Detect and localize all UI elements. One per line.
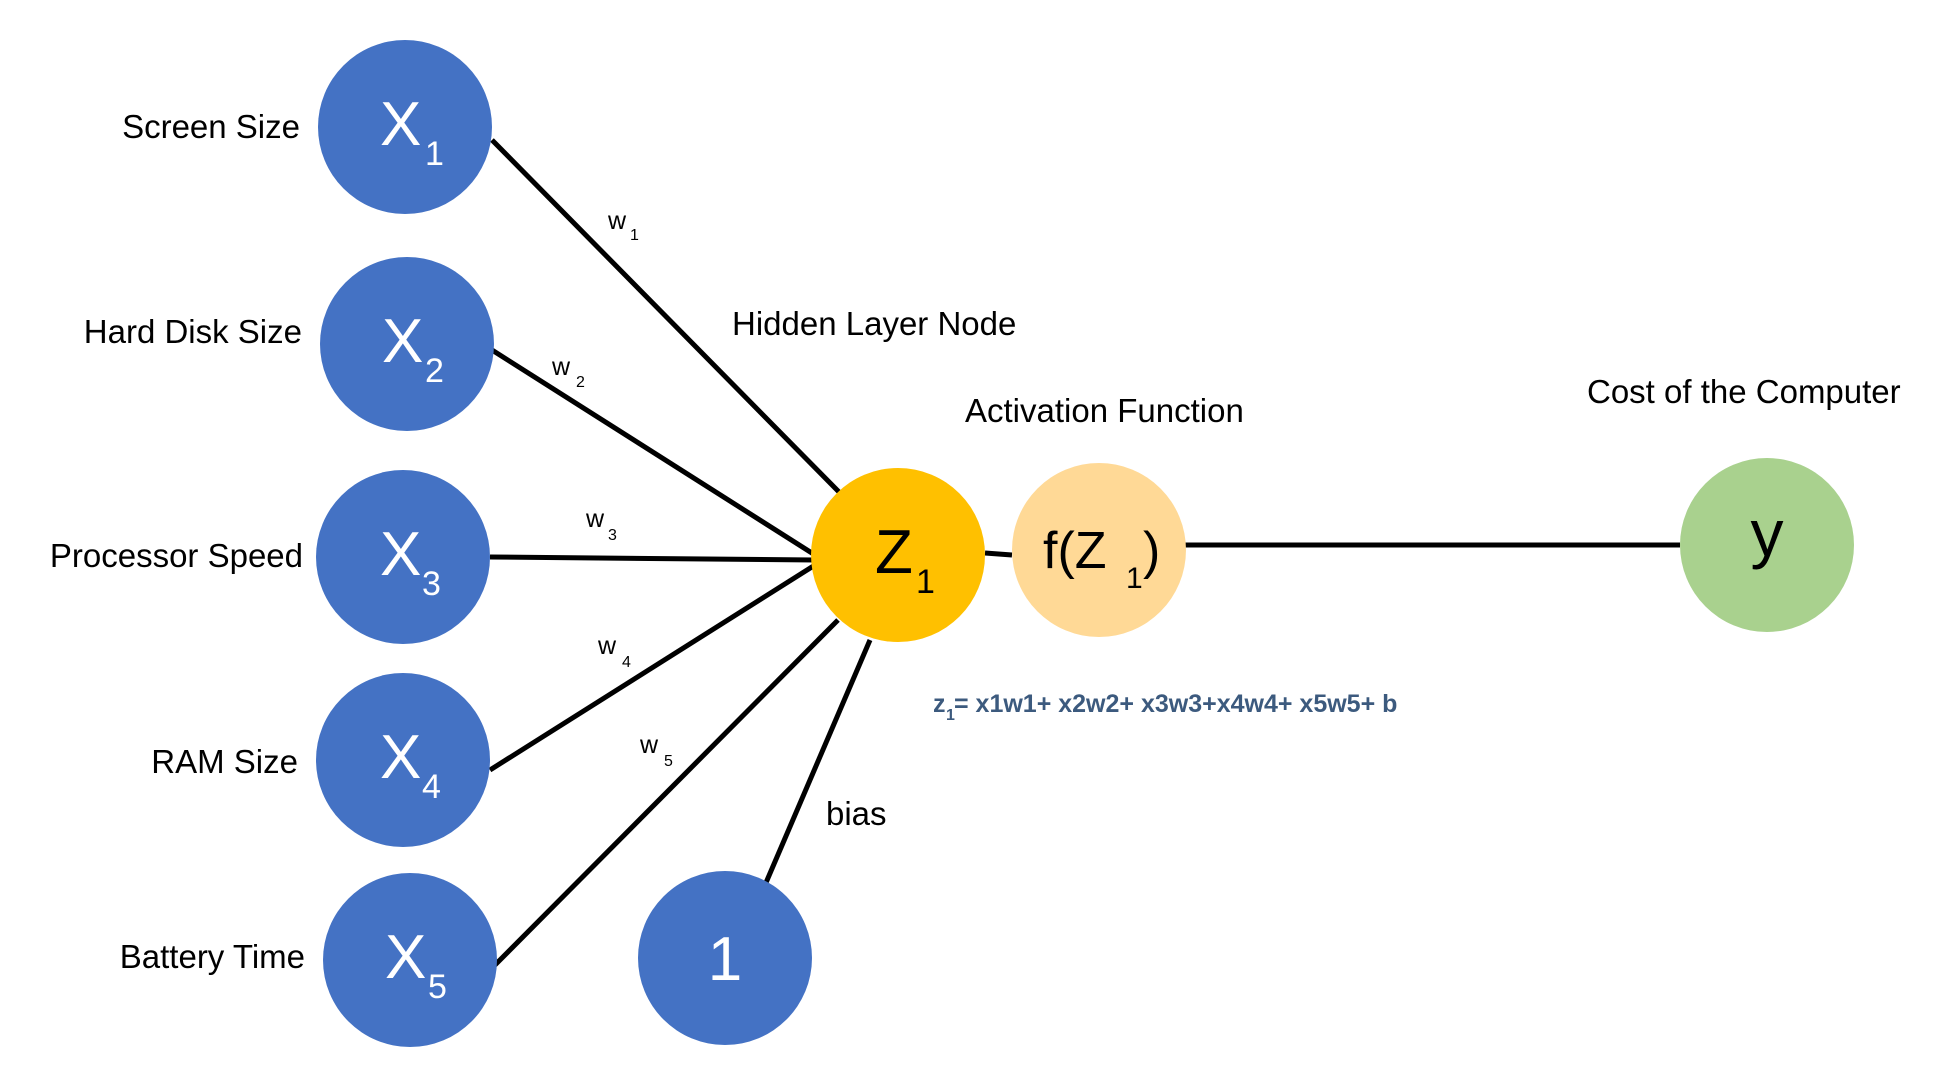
weight-label-3-var: w [585, 505, 605, 533]
input-node-1-sub: 1 [425, 135, 444, 173]
output-node-circle [1680, 458, 1854, 632]
output-node: y [1680, 458, 1854, 632]
input-node-2-circle [320, 257, 494, 431]
hidden-node: Z 1 [811, 468, 985, 642]
input-node-4: X 4 [316, 673, 490, 847]
output-title: Cost of the Computer [1587, 373, 1901, 410]
input-node-5-var: X [385, 923, 426, 992]
weight-label-2-var: w [551, 353, 571, 381]
input-node-3-var: X [380, 520, 421, 589]
edge-x5-z1 [493, 618, 840, 967]
bias-label: bias [826, 795, 887, 832]
input-node-4-sub: 4 [422, 768, 441, 806]
weight-label-1-sub: 1 [630, 227, 639, 244]
weight-label-5: w 5 [639, 731, 673, 770]
bias-node: 1 [638, 871, 812, 1045]
formula: z 1 = x1w1+ x2w2+ x3w3+x4w4+ x5w5+ b [933, 690, 1397, 724]
hidden-layer-title: Hidden Layer Node [732, 305, 1016, 342]
activation-node-prefix: f(Z [1043, 522, 1107, 580]
input-label-4: RAM Size [151, 743, 298, 780]
edge-bias-z1 [762, 639, 873, 886]
weight-label-5-sub: 5 [664, 753, 673, 770]
weight-label-3: w 3 [585, 505, 617, 544]
input-node-5-circle [323, 873, 497, 1047]
bias-node-circle [638, 871, 812, 1045]
edge-x1-z1 [490, 138, 842, 495]
weight-label-4-sub: 4 [622, 654, 631, 671]
input-node-2-sub: 2 [425, 352, 444, 390]
input-node-3-circle [316, 470, 490, 644]
weight-label-4: w 4 [597, 632, 631, 671]
formula-lhs-sub: 1 [946, 707, 955, 724]
activation-title: Activation Function [965, 392, 1244, 429]
input-node-3-sub: 3 [422, 565, 441, 603]
input-label-2: Hard Disk Size [84, 313, 302, 350]
weight-label-4-var: w [597, 632, 617, 660]
edge-x2-z1 [490, 347, 817, 558]
output-node-var: y [1751, 496, 1784, 570]
weight-label-1: w 1 [607, 207, 639, 244]
hidden-node-circle [811, 468, 985, 642]
activation-node-sub: 1 [1126, 562, 1143, 595]
formula-rhs: = x1w1+ x2w2+ x3w3+x4w4+ x5w5+ b [954, 690, 1397, 718]
input-node-5-sub: 5 [428, 968, 447, 1006]
weight-label-5-var: w [639, 731, 659, 759]
bias-node-text: 1 [708, 925, 742, 994]
formula-lhs: z [933, 690, 946, 718]
edges [488, 138, 1680, 967]
activation-node-circle [1012, 463, 1186, 637]
hidden-node-var: Z [875, 518, 913, 587]
input-node-1: X 1 [318, 40, 492, 214]
input-node-1-circle [318, 40, 492, 214]
input-label-3: Processor Speed [50, 537, 303, 574]
input-node-4-var: X [380, 723, 421, 792]
weight-label-1-var: w [607, 207, 627, 235]
activation-node: f(Z 1 ) [1012, 463, 1186, 637]
input-node-5: X 5 [323, 873, 497, 1047]
input-node-4-circle [316, 673, 490, 847]
edge-x3-z1 [489, 554, 816, 563]
weight-label-2: w 2 [551, 353, 585, 391]
input-label-1: Screen Size [122, 108, 300, 145]
input-node-2: X 2 [320, 257, 494, 431]
weight-label-2-sub: 2 [576, 374, 585, 391]
input-node-1-var: X [380, 90, 421, 159]
weight-label-3-sub: 3 [608, 527, 617, 544]
edge-x4-z1 [488, 562, 817, 773]
hidden-node-sub: 1 [916, 563, 935, 601]
input-label-5: Battery Time [120, 938, 305, 975]
edge-z1-activation [984, 550, 1013, 558]
input-node-2-var: X [382, 307, 423, 376]
input-node-3: X 3 [316, 470, 490, 644]
activation-node-suffix: ) [1143, 522, 1160, 580]
